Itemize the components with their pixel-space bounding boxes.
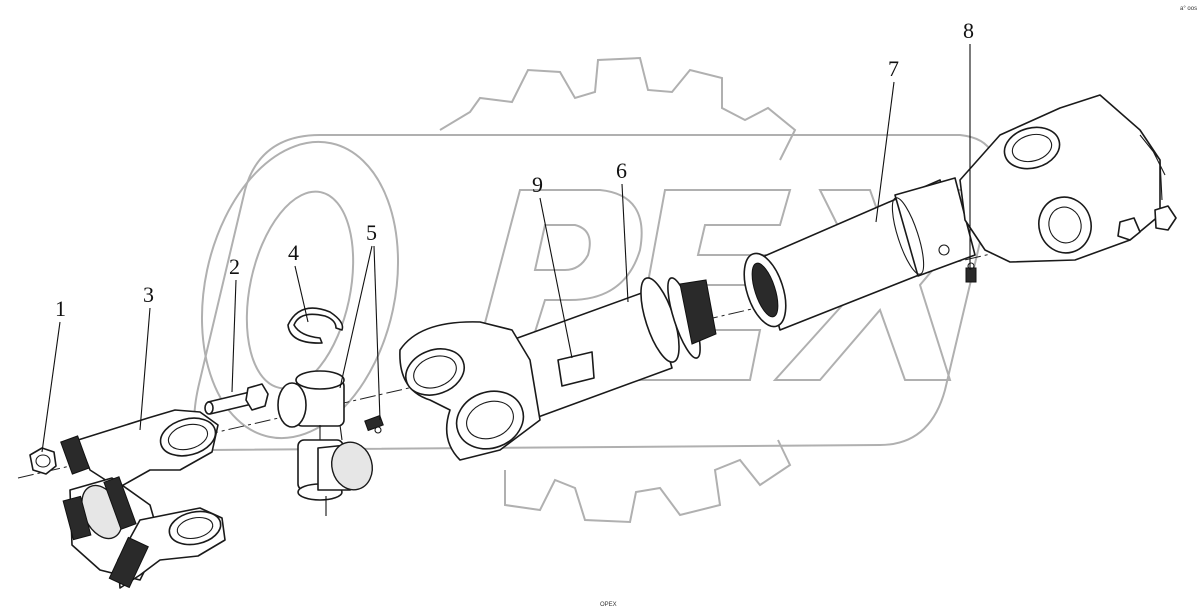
part-bolt xyxy=(204,383,269,415)
part-flange-yoke xyxy=(60,409,226,589)
watermark-gear xyxy=(439,56,797,524)
callout-3: 3 xyxy=(143,282,154,307)
part-tube xyxy=(743,177,976,331)
part-grease-fitting xyxy=(364,414,384,434)
part-slip-yoke-shaft xyxy=(399,277,717,461)
callout-2: 2 xyxy=(229,254,240,279)
callout-4: 4 xyxy=(288,240,299,265)
callout-labels: 1 2 3 4 5 6 7 8 9 xyxy=(55,18,974,321)
callout-8: 8 xyxy=(963,18,974,43)
callout-9: 9 xyxy=(532,172,543,197)
callout-1: 1 xyxy=(55,296,66,321)
callout-6: 6 xyxy=(616,158,627,183)
callout-5: 5 xyxy=(366,220,377,245)
part-grease-fitting-tube xyxy=(965,262,977,283)
part-end-yoke-assembly xyxy=(959,94,1177,263)
part-cross xyxy=(277,370,373,516)
leader-lines xyxy=(41,44,971,453)
callout-7: 7 xyxy=(888,56,899,81)
part-snap-ring xyxy=(287,307,344,344)
corner-mark: a° oos xyxy=(1180,6,1197,12)
part-nut xyxy=(29,447,57,475)
part-label-plate xyxy=(557,351,595,387)
watermark-text: OPEX xyxy=(600,602,617,608)
